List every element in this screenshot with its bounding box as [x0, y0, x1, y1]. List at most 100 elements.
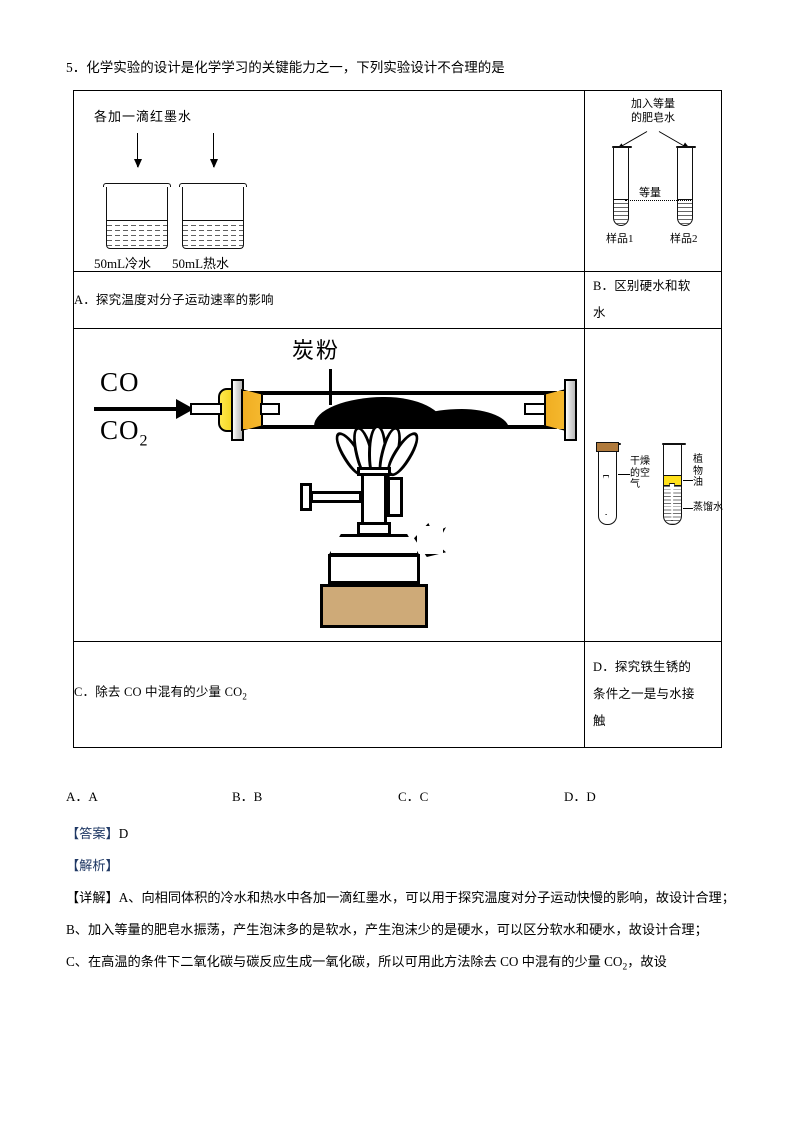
- option-d-cell[interactable]: D．探究铁生锈的 条件之一是与水接 触: [584, 641, 722, 748]
- option-b-line-2: 水: [593, 306, 606, 320]
- analysis-text-c-pre: C、在高温的条件下二氧化碳与碳反应生成一氧化碳，所以可用此方法除去 CO 中混有…: [66, 954, 623, 969]
- burner-clamp-icon: [414, 523, 446, 557]
- equal-amount-label: 等量: [639, 187, 661, 199]
- option-d-line-2: 条件之一是与水接: [593, 687, 695, 701]
- equal-level-dotted-line: [625, 200, 691, 201]
- carbon-powder-leader-line: [329, 369, 332, 405]
- detail-label: 【详解】: [66, 890, 119, 905]
- caption-line-2: 的肥皂水: [631, 112, 675, 124]
- burner-gas-nozzle: [300, 483, 312, 511]
- carbon-powder-label: 炭粉: [292, 338, 341, 363]
- choice-d[interactable]: D．D: [564, 789, 596, 804]
- table-row: C．除去 CO 中混有的少量 CO2 D．探究铁生锈的 条件之一是与水接 触: [73, 641, 722, 748]
- stopper-inner-pipe: [260, 403, 280, 415]
- experiment-options-table: 各加一滴红墨水 50mL冷水 50mL热水: [73, 90, 723, 748]
- option-d-line-3: 触: [593, 714, 606, 728]
- analysis-paragraph-a: 【详解】A、向相同体积的冷水和热水中各加一滴红墨水，可以用于探究温度对分子运动快…: [66, 882, 738, 914]
- analysis-label: 【解析】: [66, 858, 119, 873]
- burner-air-sleeve: [387, 477, 403, 517]
- answer-line: 【答案】D: [66, 818, 738, 850]
- caption-line-1: 加入等量: [631, 98, 675, 110]
- option-b-cell[interactable]: B．区别硬水和软 水: [584, 271, 722, 329]
- iron-nail-icon: [603, 475, 609, 515]
- oil-line-1: 植: [693, 454, 703, 465]
- gas-flow-arrow-icon: [94, 399, 194, 419]
- beaker-cold: [103, 183, 171, 249]
- burner-gas-inlet-arm: [310, 491, 362, 503]
- beaker-hot-label: 50mL热水: [172, 256, 230, 271]
- figure-soap-caption: 加入等量 的肥皂水: [585, 97, 721, 125]
- outlet-glass-pipe: [524, 403, 546, 415]
- stopper-rubber-orange: [544, 389, 566, 431]
- arrow-down-icon: [209, 133, 218, 168]
- dry-air-label: 干燥 的空 气: [630, 456, 650, 491]
- oil-line-2: 物: [693, 465, 703, 477]
- analysis-text-a: A、向相同体积的冷水和热水中各加一滴红墨水，可以用于探究温度对分子运动快慢的影响…: [118, 890, 735, 905]
- option-c-cell[interactable]: C．除去 CO 中混有的少量 CO2: [73, 641, 585, 748]
- choice-c[interactable]: C．C: [398, 789, 429, 804]
- carbon-powder-heap-secondary: [404, 409, 509, 429]
- right-stopper-assembly: [524, 379, 598, 441]
- figure-beakers-caption: 各加一滴红墨水: [94, 109, 193, 124]
- test-tube-sample2: [676, 146, 696, 226]
- test-tube-dry-air: [596, 442, 621, 525]
- option-c-text: C．除去 CO 中混有的少量 CO: [74, 684, 243, 699]
- analysis-paragraph-b: B、加入等量的肥皂水振荡，产生泡沫多的是软水，产生泡沫少的是硬水，可以区分软水和…: [66, 914, 738, 946]
- oil-line-3: 油: [693, 477, 703, 488]
- option-b-line-1: B．区别硬水和软: [593, 279, 691, 293]
- answer-label: 【答案】: [66, 826, 119, 841]
- analysis-text-c-post: ，故设: [627, 954, 667, 969]
- option-a-cell[interactable]: A．探究温度对分子运动速率的影响: [73, 271, 585, 329]
- figure-cell-b: 加入等量 的肥皂水 等量: [584, 90, 722, 272]
- gas-inlet-label-co: CO: [100, 367, 140, 397]
- question-stem: 5．化学实验的设计是化学学习的关键能力之一，下列实验设计不合理的是: [66, 58, 746, 78]
- cork-stopper: [596, 442, 619, 452]
- inlet-glass-pipe: [190, 403, 222, 415]
- dry-air-line-1: 干燥: [630, 456, 650, 467]
- sample1-label: 样品1: [606, 233, 634, 245]
- burner-collar: [357, 467, 391, 476]
- left-stopper-assembly: [190, 379, 280, 441]
- analysis-text-c-subscript: 2: [622, 962, 628, 973]
- table-row: A．探究温度对分子运动速率的影响 B．区别硬水和软 水: [73, 271, 722, 329]
- burner-neck: [357, 522, 391, 536]
- figure-combustion-tube: CO CO2: [74, 329, 584, 641]
- table-row: 各加一滴红墨水 50mL冷水 50mL热水: [73, 90, 722, 272]
- answer-analysis-block: 【答案】D 【解析】 【详解】A、向相同体积的冷水和热水中各加一滴红墨水，可以用…: [66, 818, 738, 984]
- gas-inlet-label-co2: CO2: [100, 415, 149, 450]
- sample2-label: 样品2: [670, 233, 698, 245]
- analysis-text-b: B、加入等量的肥皂水振荡，产生泡沫多的是软水，产生泡沫少的是硬水，可以区分软水和…: [66, 922, 708, 937]
- choice-a[interactable]: A．A: [66, 789, 98, 804]
- question-number: 5: [66, 60, 73, 75]
- leader-tick: [683, 508, 693, 510]
- dry-air-line-2: 的空: [630, 467, 650, 479]
- table-row: CO CO2: [73, 328, 723, 642]
- choice-b[interactable]: B．B: [232, 789, 263, 804]
- leader-tick: [683, 480, 693, 482]
- figure-cell-c: CO CO2: [73, 328, 585, 642]
- burner-shoulder: [328, 534, 420, 556]
- co2-subscript: 2: [139, 432, 149, 450]
- question-text: ．化学实验的设计是化学学习的关键能力之一，下列实验设计不合理的是: [72, 60, 505, 75]
- co2-text: CO: [100, 415, 140, 445]
- water-fill: [183, 220, 243, 248]
- stopper-flange: [564, 379, 577, 441]
- beaker-hot: [179, 183, 247, 249]
- analysis-paragraph-c: C、在高温的条件下二氧化碳与碳反应生成一氧化碳，所以可用此方法除去 CO 中混有…: [66, 946, 738, 984]
- test-tube-water-oil: [661, 442, 686, 525]
- liquid-fill: [678, 199, 692, 225]
- test-tube-sample1: [612, 146, 632, 226]
- figure-beakers: 各加一滴红墨水 50mL冷水 50mL热水: [74, 91, 584, 271]
- leader-tick: [618, 474, 630, 476]
- beaker-cold-label: 50mL冷水: [94, 256, 152, 271]
- liquid-fill: [614, 199, 628, 225]
- analysis-line: 【解析】: [66, 850, 738, 882]
- burner-body: [328, 554, 420, 584]
- water-fill: [107, 220, 167, 248]
- figure-rusting-tubes: 干燥 的空 气 植 物: [585, 432, 723, 538]
- vegetable-oil-label: 植 物 油: [693, 454, 703, 489]
- option-c-subscript: 2: [242, 691, 248, 702]
- dry-air-line-3: 气: [630, 479, 640, 490]
- distilled-water-label: 蒸馏水: [693, 502, 723, 513]
- answer-value: D: [118, 826, 129, 841]
